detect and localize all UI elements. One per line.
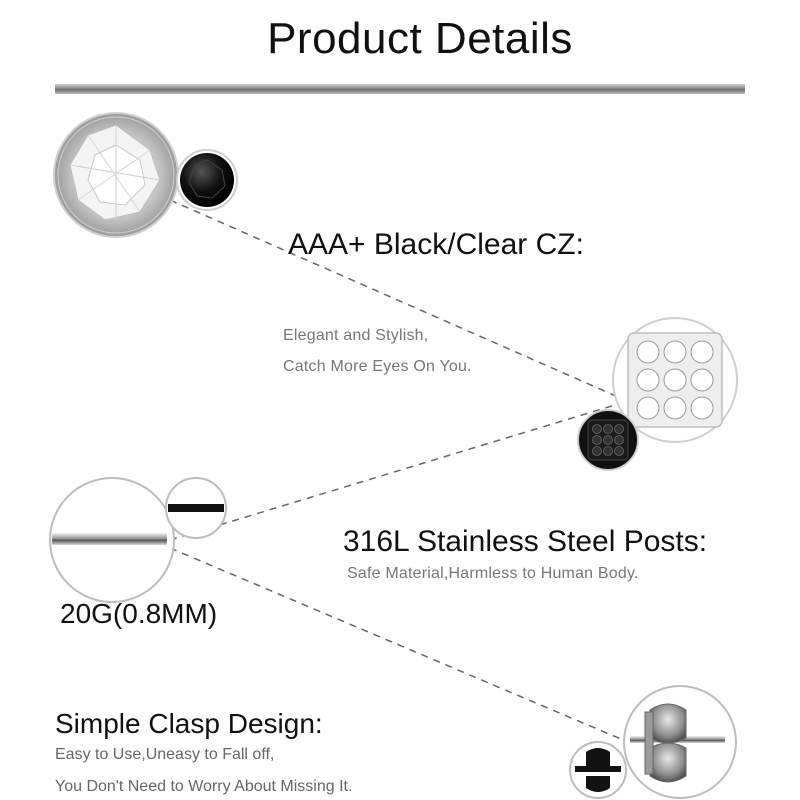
gauge-label: 20G(0.8MM) — [60, 598, 218, 629]
connector-lines — [169, 199, 629, 743]
connector-cz-line — [169, 199, 626, 401]
clasp-line-1: Easy to Use,Uneasy to Fall off, — [55, 746, 275, 763]
connector-post-line — [169, 404, 616, 541]
title-divider — [55, 84, 745, 94]
steel-post-icon — [49, 477, 227, 603]
steel-heading: 316L Stainless Steel Posts: — [343, 525, 708, 558]
clasp-line-2: You Don't Need to Worry About Missing It… — [55, 778, 353, 795]
butterfly-clasp-icon — [569, 685, 737, 799]
clasp-heading: Simple Clasp Design: — [55, 708, 323, 739]
pave-earring-icon — [577, 317, 738, 471]
cz-line-2: Catch More Eyes On You. — [283, 358, 472, 375]
clear-gem-icon — [53, 112, 179, 238]
cz-heading: AAA+ Black/Clear CZ: — [288, 228, 584, 261]
page-title: Product Details — [267, 14, 573, 63]
steel-line-1: Safe Material,Harmless to Human Body. — [347, 565, 639, 582]
connector-clasp-line — [169, 547, 629, 743]
cz-line-1: Elegant and Stylish, — [283, 327, 429, 344]
black-gem-icon — [176, 149, 238, 211]
